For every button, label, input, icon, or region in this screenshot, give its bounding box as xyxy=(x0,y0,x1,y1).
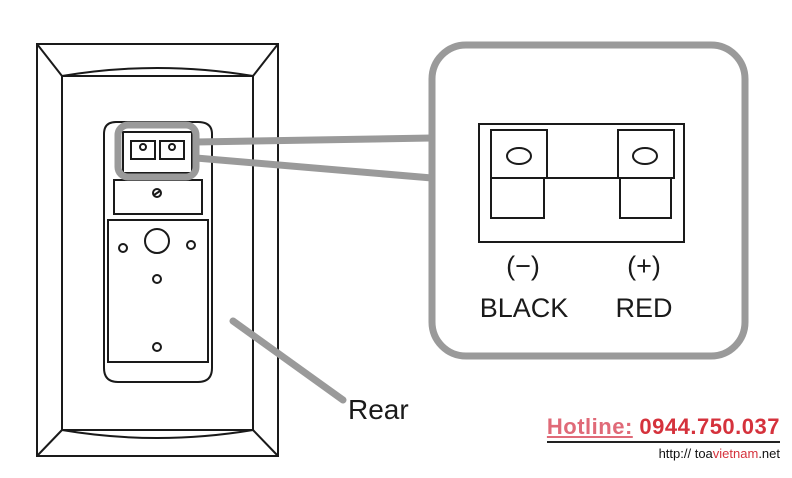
right-mount-hole xyxy=(186,240,196,250)
terminal-block xyxy=(478,123,685,243)
mid-mount-hole xyxy=(152,274,162,284)
red-wire-label: RED xyxy=(615,293,673,323)
red-terminal-base xyxy=(619,177,672,219)
watermark: Hotline: 0944.750.037 http:// toavietnam… xyxy=(546,416,780,461)
hotline-number: 0944.750.037 xyxy=(632,414,780,439)
small-terminal xyxy=(122,131,193,174)
speaker-outer-frame xyxy=(36,43,279,457)
black-terminal-base xyxy=(490,177,545,219)
speaker-rear-panel-icon xyxy=(36,43,279,457)
hotline-label: Hotline: xyxy=(546,414,633,439)
screw-hole xyxy=(152,188,162,198)
rear-leader-line xyxy=(229,317,347,404)
terminal-highlight xyxy=(114,121,200,181)
red-terminal-screw xyxy=(632,147,658,165)
website-prefix: http:// toa xyxy=(658,446,713,461)
website-brand: vietnam xyxy=(712,446,759,461)
website-url: http:// toavietnam.net xyxy=(547,446,780,461)
callout-connector xyxy=(195,134,433,182)
terminal-housing xyxy=(103,121,213,383)
positive-polarity-label: (+) xyxy=(627,251,661,281)
negative-polarity-label: (−) xyxy=(506,251,540,281)
website-suffix: .net xyxy=(758,446,780,461)
bottom-mount-hole xyxy=(152,342,162,352)
center-mount-hole xyxy=(144,228,170,254)
black-wire-label: BLACK xyxy=(479,293,569,323)
black-terminal-screw xyxy=(506,147,532,165)
rear-label: Rear xyxy=(348,394,409,425)
left-mount-hole xyxy=(118,243,128,253)
speaker-terminal-icon xyxy=(478,123,685,243)
hotline-underline xyxy=(546,441,780,443)
mounting-plate xyxy=(107,219,209,363)
hotline: Hotline: 0944.750.037 xyxy=(547,416,780,438)
callout-frame xyxy=(428,41,749,360)
